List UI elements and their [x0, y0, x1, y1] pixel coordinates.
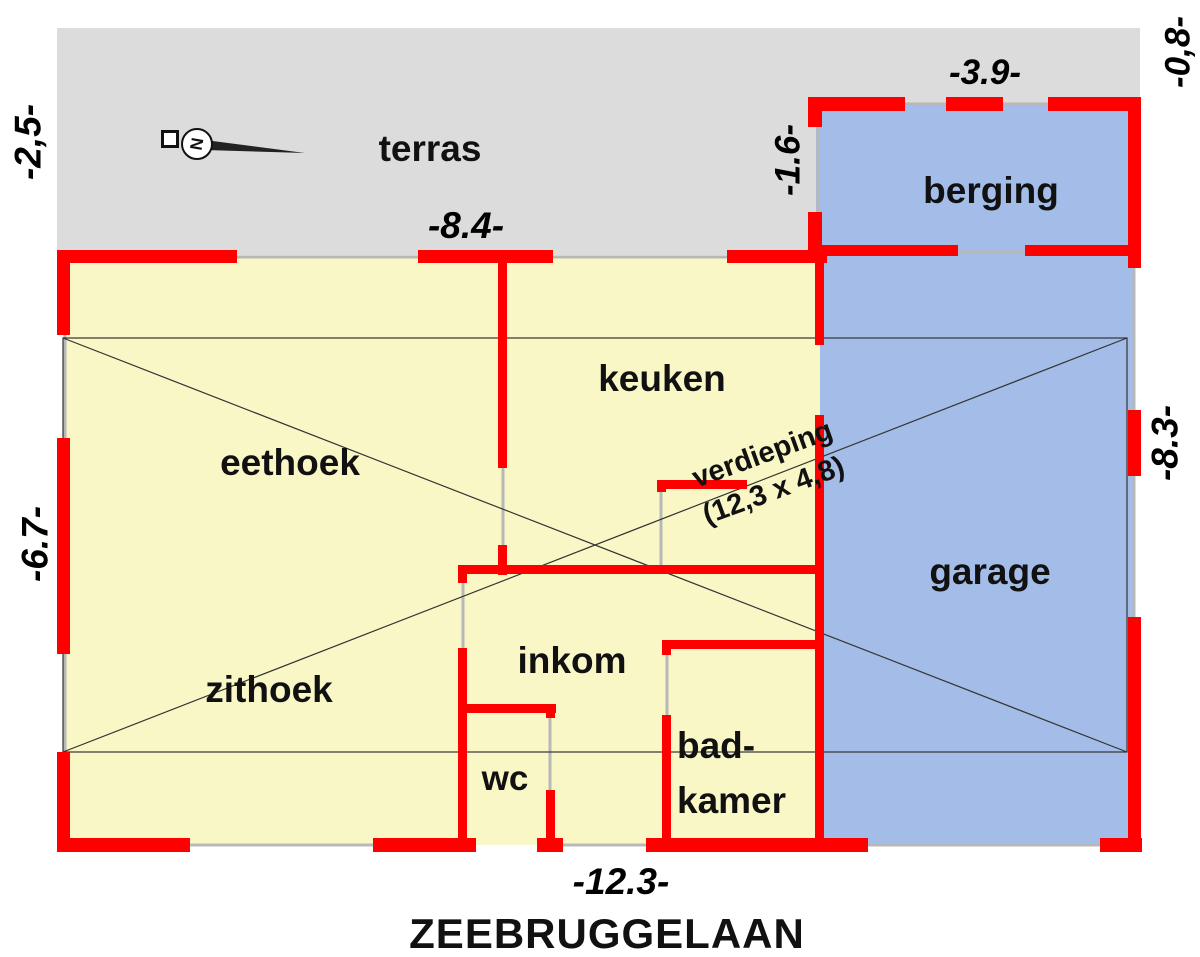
opening-lines	[63, 102, 1136, 847]
room-label-terras: terras	[379, 128, 482, 169]
dimension-terrace-depth: -2,5-	[8, 104, 49, 180]
north-letter: N	[187, 136, 208, 151]
room-label-inkom: inkom	[518, 640, 627, 681]
north-arrow-icon	[161, 128, 305, 160]
room-label-badkamer-line1: bad-	[677, 725, 755, 766]
room-label-eethoek: eethoek	[220, 442, 360, 483]
dimension-house-right: -8.3-	[1145, 405, 1186, 481]
dimension-house-back: -8.4-	[428, 205, 504, 246]
living-area	[63, 255, 820, 845]
room-label-garage: garage	[929, 551, 1050, 592]
garage-area	[820, 255, 1135, 845]
room-label-badkamer-line2: kamer	[677, 780, 786, 821]
room-label-wc: wc	[481, 759, 529, 798]
dimension-house-left: -6.7-	[15, 506, 56, 582]
street-name: ZEEBRUGGELAAN	[409, 910, 805, 957]
room-label-berging: berging	[923, 170, 1059, 211]
walls	[57, 97, 1142, 852]
room-label-keuken: keuken	[598, 358, 726, 399]
dimension-storage-width: -3.9-	[949, 53, 1021, 92]
dimension-house-front: -12.3-	[573, 861, 670, 902]
dimension-storage-offset: -0,8-	[1159, 16, 1198, 88]
storage-area	[816, 104, 1135, 256]
dimension-storage-depth: -1.6-	[769, 124, 808, 196]
room-label-zithoek: zithoek	[205, 669, 333, 710]
